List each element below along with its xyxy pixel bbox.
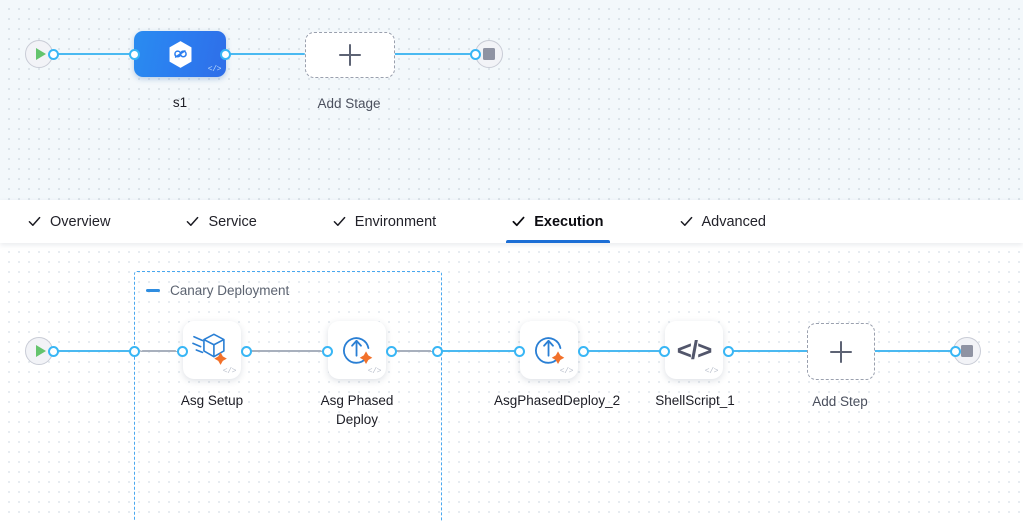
edge-start-to-stage <box>53 52 139 56</box>
stop-icon <box>961 345 973 357</box>
tab-service-label: Service <box>208 213 257 230</box>
tab-list: Overview Service Environment Execution <box>0 200 1023 243</box>
asgphaseddeploy-2-in-port[interactable] <box>514 345 525 357</box>
stage-in-port[interactable] <box>129 48 140 60</box>
play-icon <box>35 48 46 60</box>
stage-config-tabbar: Overview Service Environment Execution <box>0 200 1023 243</box>
edge-asg-phased-deploy-to-group-exit <box>391 350 433 353</box>
asg-setup-out-port[interactable] <box>241 345 252 357</box>
tab-execution[interactable]: Execution <box>506 200 610 243</box>
step-label-shellscript-1: ShellScript_1 <box>655 393 735 408</box>
shell-script-icon: </> <box>676 334 713 365</box>
plus-icon <box>339 44 361 66</box>
tab-environment[interactable]: Environment <box>327 200 442 243</box>
edge-addstage-to-end <box>393 52 475 56</box>
execution-canvas[interactable]: Canary Deployment <box>0 243 1023 521</box>
tab-overview-label: Overview <box>50 213 111 230</box>
stage-start-port[interactable] <box>48 48 59 60</box>
tab-service[interactable]: Service <box>180 200 262 243</box>
step-group-header[interactable]: Canary Deployment <box>146 283 289 298</box>
step-node-asg-setup[interactable]: </> <box>183 321 241 379</box>
step-node-asgphaseddeploy-2[interactable]: </> <box>520 321 578 379</box>
group-entry-port[interactable] <box>129 345 140 357</box>
step-code-badge: </> <box>559 367 574 376</box>
edge-asg-setup-to-asg-phased-deploy <box>246 350 323 353</box>
step-group-canary-deployment[interactable] <box>134 271 442 521</box>
asgphaseddeploy-2-out-port[interactable] <box>578 345 589 357</box>
check-icon <box>333 215 346 228</box>
tab-advanced-label: Advanced <box>701 213 767 230</box>
step-node-asg-phased-deploy[interactable]: </> <box>328 321 386 379</box>
edge-shellscript-to-addstep <box>728 349 808 353</box>
edge-group-to-asgphaseddeploy-2 <box>437 349 517 353</box>
stage-canvas[interactable]: </> s1 Add Stage <box>0 0 1023 200</box>
stop-icon <box>483 48 495 60</box>
stage-out-port[interactable] <box>220 48 231 60</box>
add-stage-button[interactable] <box>305 32 395 78</box>
asg-deploy-arrow-icon <box>343 337 373 364</box>
tab-overview[interactable]: Overview <box>22 200 116 243</box>
step-label-asgphaseddeploy-2: AsgPhasedDeploy_2 <box>494 393 621 408</box>
harness-hexagon-icon <box>169 40 191 68</box>
edge-group-entry-to-asg-setup <box>140 350 178 353</box>
tab-advanced[interactable]: Advanced <box>674 200 773 243</box>
step-node-shellscript-1[interactable]: </> </> <box>665 321 723 379</box>
execution-end-port[interactable] <box>950 345 961 357</box>
tab-execution-label: Execution <box>534 213 604 230</box>
edge-addstep-to-end <box>873 349 955 353</box>
asg-deploy-arrow-icon <box>535 337 565 364</box>
stage-end-port[interactable] <box>470 48 481 60</box>
play-icon <box>35 345 46 357</box>
step-group-title: Canary Deployment <box>170 283 290 298</box>
step-code-badge: </> <box>367 367 382 376</box>
edge-asgphaseddeploy-2-to-shellscript <box>583 349 662 353</box>
stage-node-s1[interactable]: </> <box>134 31 226 77</box>
asg-phased-deploy-in-port[interactable] <box>322 345 333 357</box>
step-code-badge: </> <box>222 367 237 376</box>
add-step-button[interactable] <box>807 323 875 380</box>
asg-setup-cube-icon <box>192 333 227 365</box>
check-icon <box>512 215 525 228</box>
check-icon <box>28 215 41 228</box>
shellscript-in-port[interactable] <box>659 345 670 357</box>
check-icon <box>186 215 199 228</box>
stage-label-s1: s1 <box>172 95 188 110</box>
asg-phased-deploy-out-port[interactable] <box>386 345 397 357</box>
edge-start-to-group <box>53 349 134 353</box>
shellscript-out-port[interactable] <box>723 345 734 357</box>
step-code-badge: </> <box>704 367 719 376</box>
group-exit-port[interactable] <box>432 345 443 357</box>
tab-environment-label: Environment <box>354 213 437 230</box>
minus-icon[interactable] <box>146 289 160 292</box>
add-step-label: Add Step <box>812 394 868 409</box>
execution-start-port[interactable] <box>48 345 59 357</box>
check-icon <box>680 215 693 228</box>
asg-setup-in-port[interactable] <box>177 345 188 357</box>
plus-icon <box>830 340 852 363</box>
stage-code-badge: </> <box>207 65 222 74</box>
edge-stage-to-addstage <box>225 52 305 56</box>
add-stage-label: Add Stage <box>317 96 381 111</box>
